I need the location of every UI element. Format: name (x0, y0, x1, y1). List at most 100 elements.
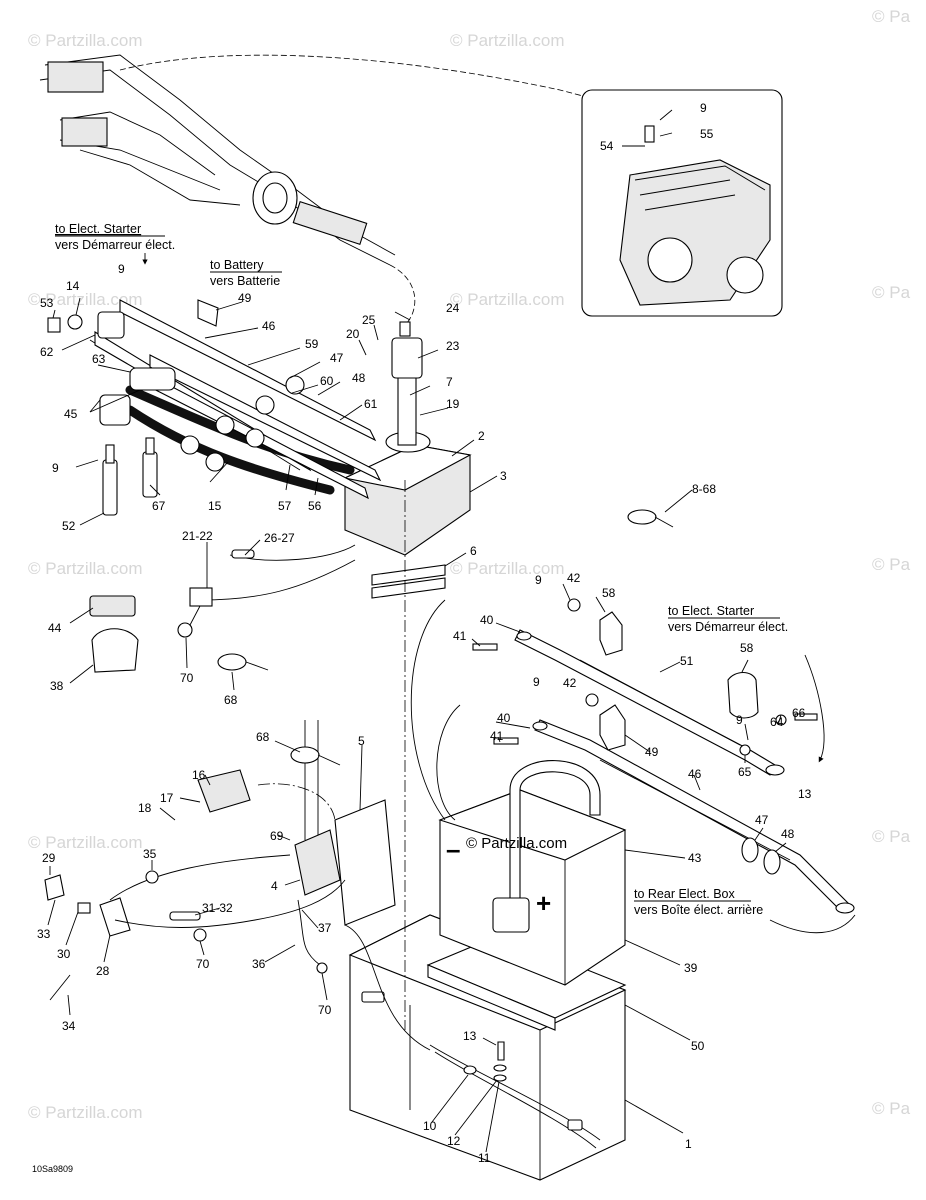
watermark: © Partzilla.com (28, 559, 143, 578)
bolt (497, 1041, 505, 1061)
clamp (217, 653, 247, 671)
watermark: © Partzilla.com (450, 290, 565, 309)
nut (47, 317, 61, 333)
callout: 13 (463, 1029, 477, 1043)
callout: 49 (238, 291, 252, 305)
watermark: © Partzilla.com (450, 31, 565, 50)
callout: 46 (262, 319, 276, 333)
note-elect-starter-left-en: to Elect. Starter (55, 222, 141, 236)
callout: 20 (346, 327, 360, 341)
callout: 13 (798, 787, 812, 801)
diagram-code: 10Sa9809 (32, 1164, 73, 1174)
battery-plus-sign: + (536, 888, 551, 918)
connector (44, 874, 65, 901)
callout: 53 (40, 296, 54, 310)
bolt (794, 713, 818, 721)
callout: 7 (446, 375, 453, 389)
note-elect-starter-right-en: to Elect. Starter (668, 604, 754, 618)
callout: 49 (645, 745, 659, 759)
callout: 58 (740, 641, 754, 655)
callout: 30 (57, 947, 71, 961)
callout: 40 (497, 711, 511, 725)
callout: 9 (535, 573, 542, 587)
callout: 17 (160, 791, 174, 805)
callouts: 9 55 54 9 14 53 62 49 46 25 24 20 23 59 … (37, 101, 812, 1165)
clamp (627, 509, 657, 525)
callout: 55 (700, 127, 714, 141)
callout: 6 (470, 544, 477, 558)
boot (97, 311, 125, 339)
callout: 3 (500, 469, 507, 483)
callout: 68 (256, 730, 270, 744)
callout: 41 (453, 629, 467, 643)
callout: 15 (208, 499, 222, 513)
nut (585, 693, 599, 707)
callout: 56 (308, 499, 322, 513)
plate (334, 799, 396, 926)
callout: 19 (446, 397, 460, 411)
callout: 10 (423, 1119, 437, 1133)
callout: 29 (42, 851, 56, 865)
callout: 34 (62, 1019, 76, 1033)
callout: 44 (48, 621, 62, 635)
terminal-cover (599, 611, 623, 656)
note-rear-elect-box-en: to Rear Elect. Box (634, 887, 735, 901)
watermark: © Pa (872, 1099, 911, 1118)
callout: 37 (318, 921, 332, 935)
washer (739, 744, 751, 756)
callout: 70 (180, 671, 194, 685)
washer (145, 870, 159, 884)
watermark: © Partzilla.com (450, 559, 565, 578)
callout: 21-22 (182, 529, 213, 543)
washer (67, 314, 83, 330)
grommet (89, 595, 136, 617)
bracket (91, 628, 139, 673)
terminal-cover (599, 704, 626, 751)
leader-lines (47, 297, 801, 1153)
wiring-small-parts (89, 509, 674, 673)
callout: 62 (40, 345, 54, 359)
harness-connector (292, 201, 368, 245)
watermark: © Pa (872, 555, 911, 574)
callout: 51 (680, 654, 694, 668)
callout: 52 (62, 519, 76, 533)
bolt (493, 737, 519, 745)
callout: 28 (96, 964, 110, 978)
battery-cables (410, 598, 856, 934)
callout: 66 (792, 706, 806, 720)
callout: 48 (352, 371, 366, 385)
callout: 64 (770, 715, 784, 729)
battery-strap (509, 760, 601, 901)
battery-watermark: © Partzilla.com (466, 835, 567, 852)
callout: 46 (688, 767, 702, 781)
callout: 1 (685, 1137, 692, 1151)
pad (371, 564, 446, 586)
note-battery-en: to Battery (210, 258, 264, 272)
bolt (472, 643, 498, 651)
connector (99, 897, 131, 937)
callout: 18 (138, 801, 152, 815)
callout: 23 (446, 339, 460, 353)
callout: 41 (490, 729, 504, 743)
callout: 63 (92, 352, 106, 366)
boot-cap (129, 367, 176, 391)
callout: 5 (358, 734, 365, 748)
harness-connector (61, 117, 108, 147)
ignition-assembly (47, 299, 472, 556)
notes: to Elect. Starter vers Démarreur élect. … (55, 222, 788, 917)
callout: 68 (224, 693, 238, 707)
watermark: © Partzilla.com (28, 1103, 143, 1122)
connector (189, 587, 213, 607)
watermark: © Pa (872, 7, 911, 26)
relay (197, 769, 251, 813)
lower-electrical (44, 480, 431, 1051)
callout: 16 (192, 768, 206, 782)
ring-terminal (316, 962, 328, 974)
terminal-cover (727, 671, 759, 719)
ring-terminal (193, 928, 207, 942)
callout: 43 (688, 851, 702, 865)
callout: 50 (691, 1039, 705, 1053)
sensor (644, 125, 655, 143)
callout: 9 (533, 675, 540, 689)
